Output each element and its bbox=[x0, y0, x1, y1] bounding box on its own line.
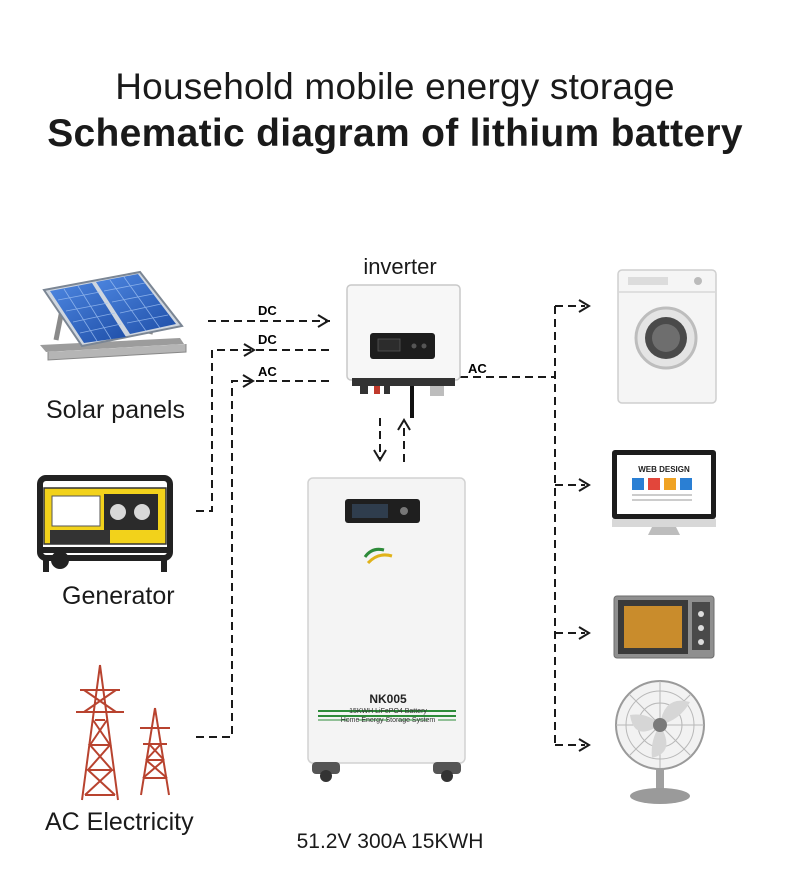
battery-spec: 51.2V 300A 15KWH bbox=[296, 830, 484, 853]
washing-machine-icon bbox=[617, 269, 717, 404]
arrowheads bbox=[242, 299, 591, 752]
battery-line1: 15KWH LiFePO4 Battery bbox=[349, 708, 427, 715]
arrow-up-inverter bbox=[397, 418, 411, 431]
solar-panels-label: Solar panels bbox=[46, 396, 185, 424]
arrow-grid-ac bbox=[242, 374, 255, 388]
battery-cabinet-icon bbox=[307, 477, 466, 782]
fan-icon bbox=[615, 680, 705, 804]
dc-label-1: DC bbox=[258, 303, 277, 318]
title-line1: Household mobile energy storage bbox=[115, 66, 675, 107]
ac-out-label: AC bbox=[468, 361, 487, 376]
monitor-screen-text: WEB DESIGN bbox=[638, 465, 690, 474]
ac-electricity-label: AC Electricity bbox=[45, 808, 194, 836]
generator-label: Generator bbox=[62, 582, 175, 610]
arrow-solar-dc bbox=[317, 314, 330, 328]
dc-label-2: DC bbox=[258, 332, 277, 347]
arrow-generator-dc bbox=[243, 343, 256, 357]
line-generator-dc bbox=[196, 349, 330, 512]
arrow-fan bbox=[578, 738, 591, 752]
generator-icon bbox=[37, 475, 173, 572]
connection-lines bbox=[196, 305, 585, 746]
arrow-down-battery bbox=[373, 449, 387, 462]
solar-panel-icon bbox=[40, 270, 187, 361]
title-line2: Schematic diagram of lithium battery bbox=[47, 112, 743, 155]
inverter-label: inverter bbox=[363, 254, 436, 279]
microwave-icon bbox=[613, 595, 715, 659]
line-grid-ac bbox=[196, 380, 330, 738]
battery-model: NK005 bbox=[369, 692, 407, 706]
inverter-device-icon bbox=[346, 284, 461, 418]
ac-in-label: AC bbox=[258, 364, 277, 379]
arrow-microwave bbox=[578, 626, 591, 640]
power-tower-icon bbox=[76, 664, 170, 801]
arrow-monitor bbox=[578, 478, 591, 492]
arrow-washer bbox=[578, 299, 591, 313]
battery-line2: Home Energy Storage System bbox=[341, 717, 436, 724]
brand-logo-icon bbox=[363, 547, 393, 565]
monitor-icon bbox=[612, 450, 716, 535]
